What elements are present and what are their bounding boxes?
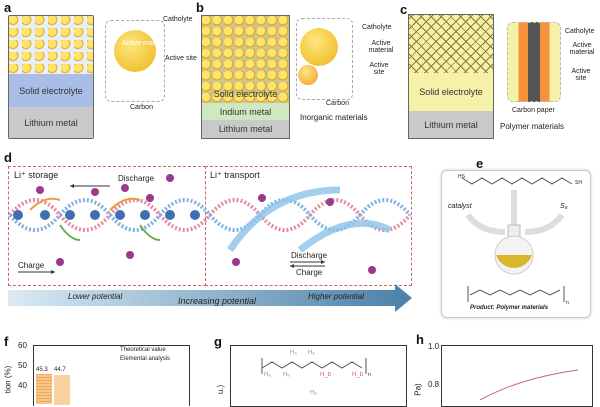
indium-metal-layer: Indium metal bbox=[202, 103, 289, 120]
zoom-box-b bbox=[296, 18, 353, 100]
label-discharge-2: Discharge bbox=[291, 251, 328, 260]
solid-electrolyte-layer-c: Solid electrolyte bbox=[419, 87, 483, 97]
active-material-sphere-b bbox=[300, 28, 338, 66]
active-material-sphere bbox=[114, 30, 156, 72]
label-active-site-b: Active site bbox=[369, 62, 389, 76]
label-active-site: Active site bbox=[165, 55, 197, 62]
label-ha-2: Hₐ bbox=[283, 372, 290, 378]
zoom-box-a bbox=[105, 20, 165, 102]
label-lower-potential: Lower potential bbox=[68, 292, 123, 301]
solid-electrolyte-particles: Solid electrolyte bbox=[202, 16, 289, 103]
lithium-metal-layer: Lithium metal bbox=[202, 120, 289, 138]
panel-label-a: a bbox=[4, 0, 12, 15]
ytick-0-8: 0.8 bbox=[428, 380, 440, 389]
label-active-material: Active material bbox=[122, 40, 168, 47]
panel-label-c: c bbox=[400, 2, 408, 17]
label-n: n bbox=[566, 300, 569, 306]
label-active-material-c: Active material bbox=[569, 42, 595, 56]
panel-label-f: f bbox=[4, 334, 9, 349]
bar-elemental bbox=[54, 375, 70, 405]
panel-label-g: g bbox=[214, 334, 222, 349]
polymer-mesh bbox=[409, 15, 493, 73]
label-li-storage: Li⁺ storage bbox=[14, 170, 59, 180]
transport-box bbox=[205, 166, 412, 286]
label-charge-2: Charge bbox=[296, 268, 323, 277]
legend-elemental: Elemental analysis bbox=[120, 356, 171, 362]
ytick-1-0: 1.0 bbox=[428, 342, 440, 351]
label-hb-1: H_b bbox=[320, 372, 332, 378]
label-discharge: Discharge bbox=[118, 174, 155, 183]
panel-label-e: e bbox=[476, 156, 484, 171]
label-catholyte-b: Catholyte bbox=[362, 24, 392, 31]
label-ha-4: Hₐ bbox=[308, 350, 315, 356]
label-charge: Charge bbox=[18, 261, 45, 270]
label-carbon-paper: Carbon paper bbox=[512, 107, 555, 114]
label-sh: SH bbox=[575, 180, 582, 186]
label-higher-potential: Higher potential bbox=[308, 292, 365, 301]
value-elemental: 44.7 bbox=[54, 367, 66, 373]
value-theoretical: 45.3 bbox=[36, 367, 48, 373]
label-product: Product: Polymer materials bbox=[470, 305, 549, 311]
synthesis-box bbox=[441, 170, 591, 318]
label-increasing-potential: Increasing potential bbox=[178, 296, 257, 306]
label-catalyst: catalyst bbox=[448, 203, 472, 210]
axes-f bbox=[33, 345, 190, 406]
panel-a-cell: Solid electrolyte Lithium metal bbox=[8, 15, 94, 139]
ytick-60: 60 bbox=[18, 341, 27, 350]
carbon-paper-stack bbox=[507, 22, 561, 102]
solid-electrolyte-layer: Solid electrolyte bbox=[9, 74, 93, 107]
bar-theoretical bbox=[36, 374, 52, 404]
label-carbon-b: Carbon bbox=[326, 100, 349, 107]
label-hb-2: H_b bbox=[352, 372, 364, 378]
panel-label-h: h bbox=[416, 332, 424, 347]
label-li-transport: Li⁺ transport bbox=[210, 170, 260, 180]
label-inorganic: Inorganic materials bbox=[300, 113, 368, 122]
ytick-40: 40 bbox=[18, 381, 27, 390]
label-catholyte: Catholyte bbox=[163, 16, 193, 23]
label-ha-1: Hₐ bbox=[264, 372, 271, 378]
label-active-material-b: Active material bbox=[368, 40, 394, 54]
label-ha-3: Hₐ bbox=[290, 350, 297, 356]
label-s8: S₈ bbox=[560, 203, 568, 210]
label-carbon: Carbon bbox=[130, 104, 153, 111]
ytick-50: 50 bbox=[18, 361, 27, 370]
panel-label-d: d bbox=[4, 150, 12, 165]
label-n-g: n bbox=[368, 372, 371, 378]
lithium-metal-layer: Lithium metal bbox=[9, 107, 93, 138]
label-active-site-c: Active site bbox=[571, 68, 591, 82]
label-catholyte-c: Catholyte bbox=[565, 28, 595, 35]
legend-theoretical: Theoretical value bbox=[120, 347, 166, 353]
label-ha-peak: Hₐ bbox=[310, 390, 317, 396]
panel-c-cell: Solid electrolyte Lithium metal bbox=[408, 14, 494, 139]
label-hs: HS bbox=[458, 174, 465, 180]
particle-layer bbox=[9, 16, 93, 74]
panel-b-cell: Solid electrolyte Indium metal Lithium m… bbox=[201, 15, 290, 139]
panel-label-b: b bbox=[196, 0, 204, 15]
lithium-metal-layer-c: Lithium metal bbox=[409, 111, 493, 138]
label-polymer: Polymer materials bbox=[500, 122, 565, 131]
inorganic-particle bbox=[298, 65, 318, 85]
